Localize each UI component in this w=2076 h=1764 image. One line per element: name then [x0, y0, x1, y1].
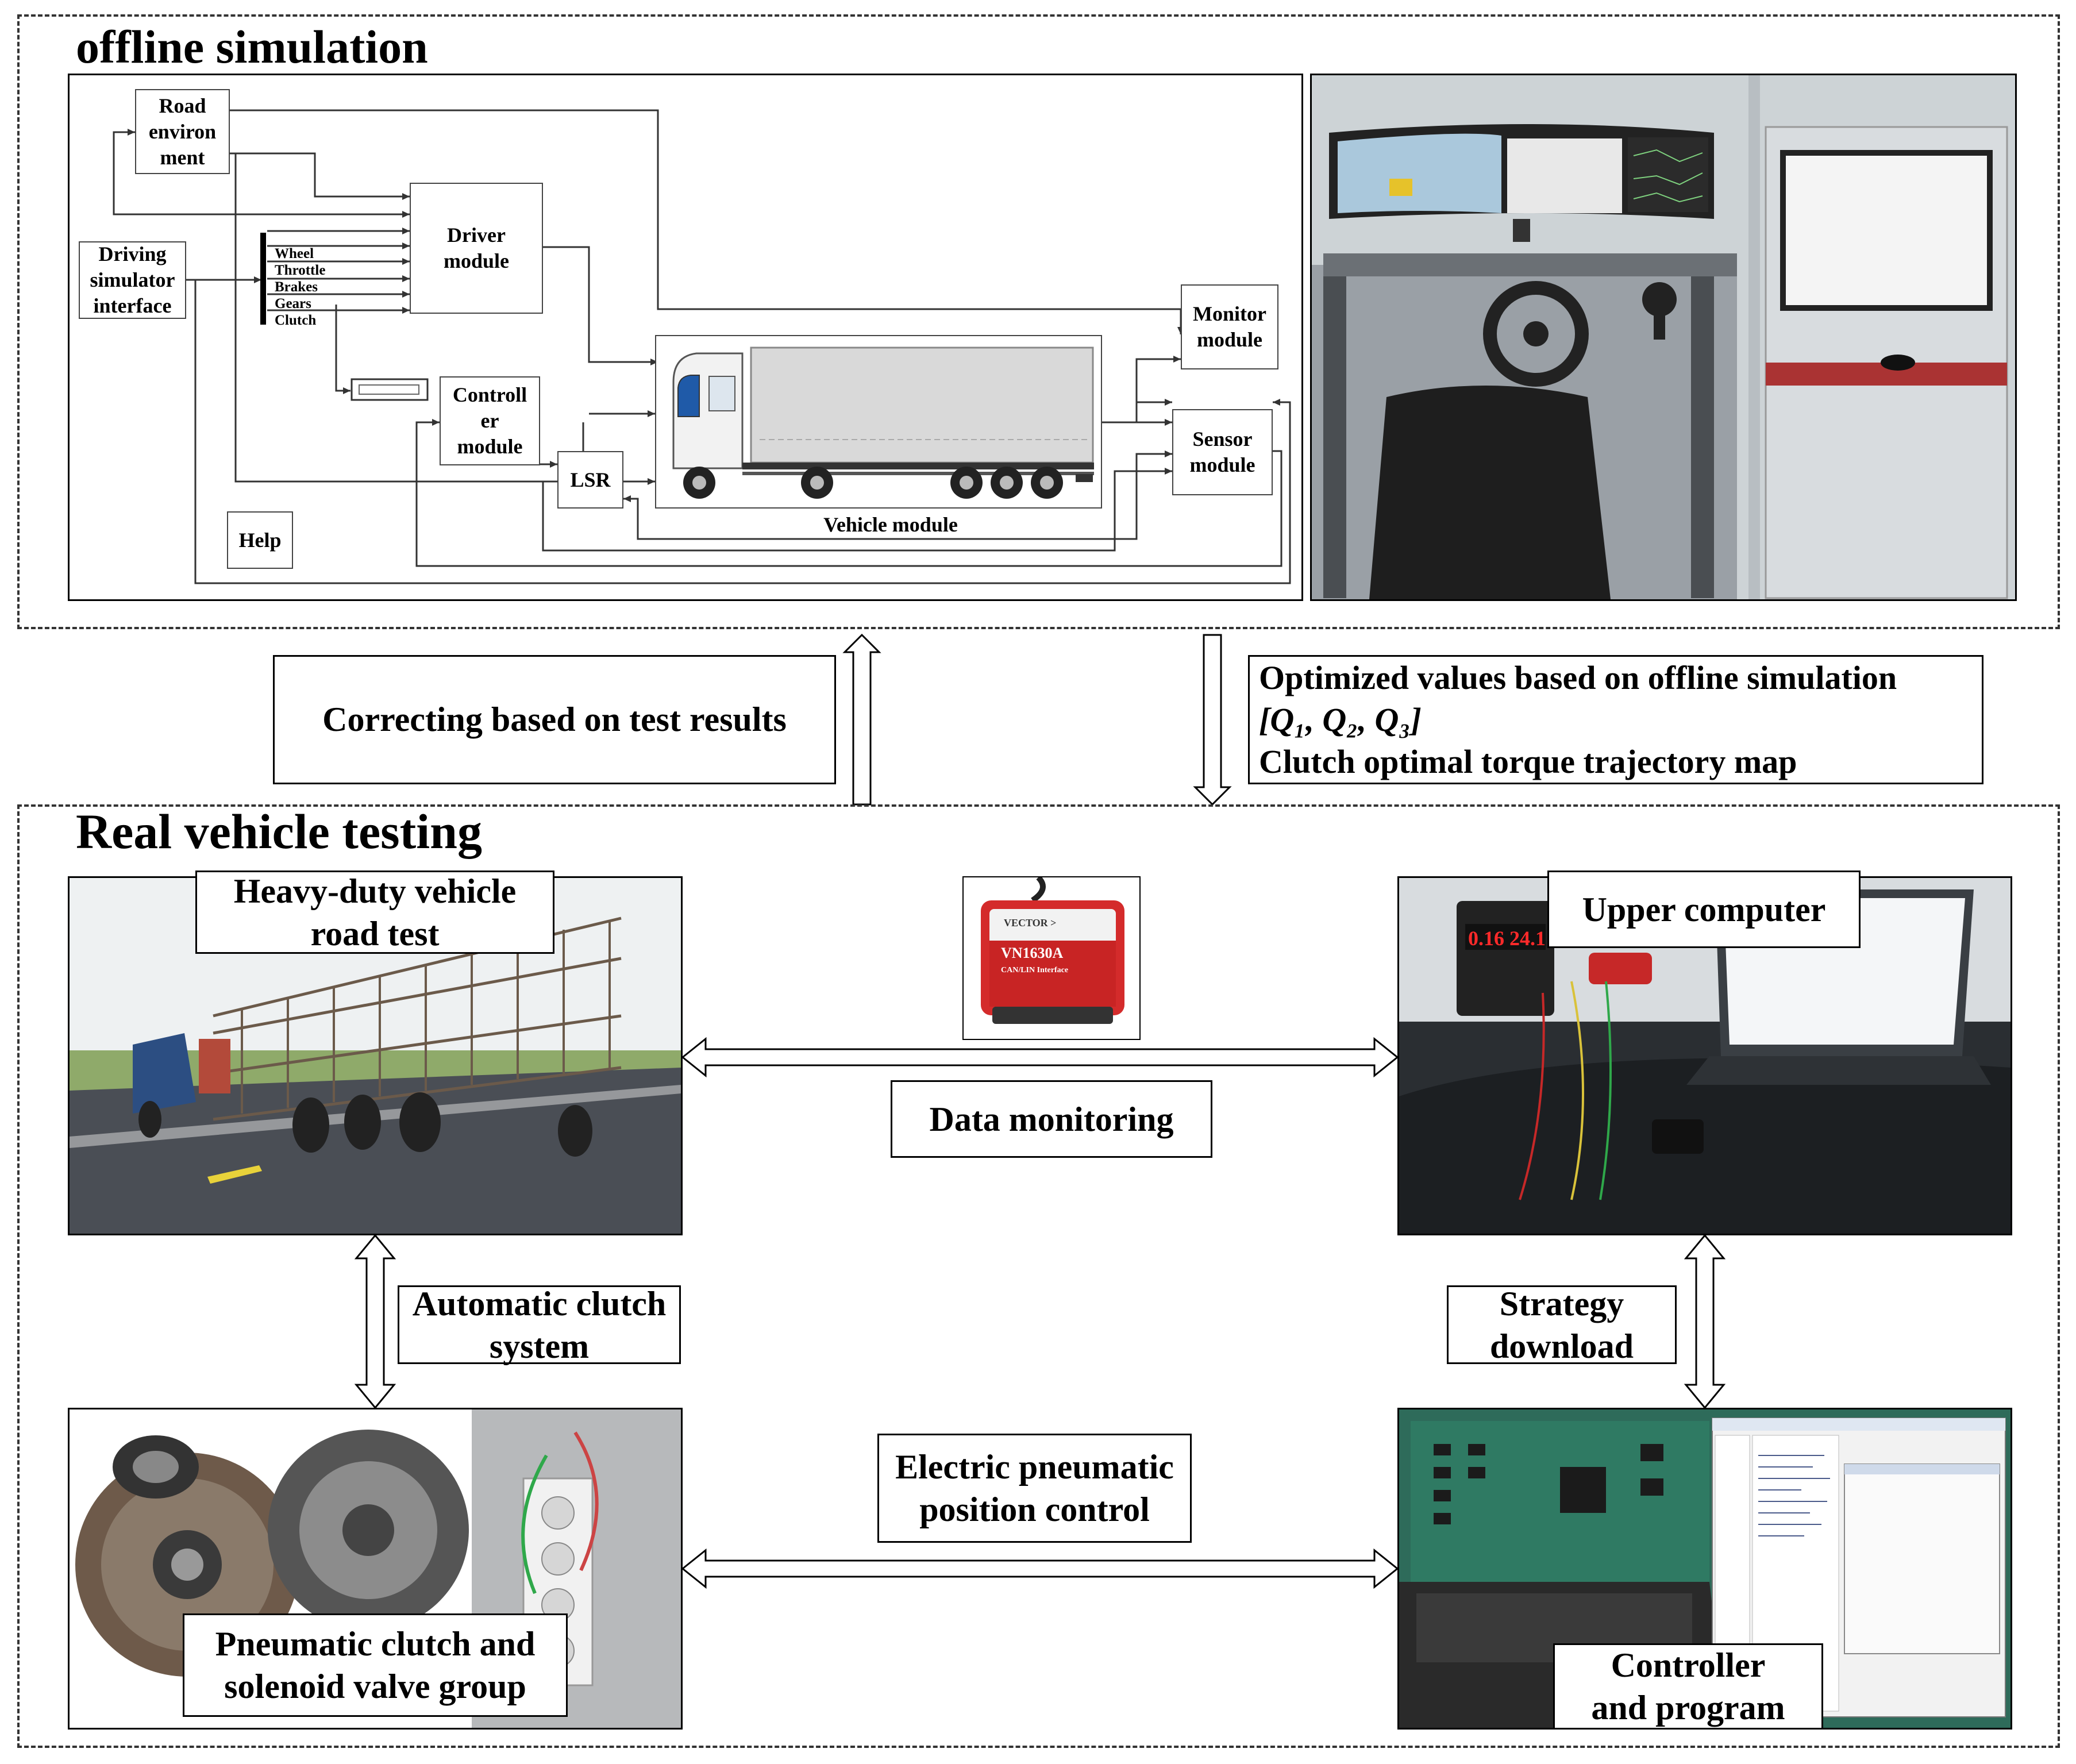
upper-computer-text: Upper computer: [1582, 890, 1826, 929]
road-env-line1: Road: [159, 94, 206, 117]
sensor-module-block[interactable]: Sensor module: [1172, 409, 1273, 495]
offline-simulation-frame: [17, 14, 2060, 629]
road-environment-block[interactable]: Road environ ment: [135, 89, 230, 174]
correcting-text: Correcting based on test results: [322, 700, 787, 738]
electric-line1: Electric pneumatic: [895, 1448, 1174, 1486]
device-subtitle: CAN/LIN Interface: [1001, 966, 1068, 975]
upper-computer-label: Upper computer: [1547, 871, 1861, 948]
real-vehicle-frame: [17, 804, 2060, 1748]
strategy-line1: Strategy: [1499, 1284, 1624, 1323]
driving-sim-line1: Driving: [98, 242, 167, 265]
optimized-line1: Optimized values based on offline simula…: [1259, 659, 1897, 696]
bus-signal-throttle: Throttle: [275, 263, 326, 278]
simulator-scene: [1312, 75, 2015, 599]
road-test-line2: road test: [310, 914, 440, 953]
driving-sim-line2: simulator: [90, 268, 175, 291]
bus-signal-gears: Gears: [275, 296, 311, 311]
help-label: Help: [238, 528, 282, 552]
driver-line1: Driver: [447, 224, 506, 247]
real-vehicle-title: Real vehicle testing: [68, 807, 561, 856]
road-test-label: Heavy-duty vehicle road test: [195, 871, 554, 954]
monitor-module-block[interactable]: Monitor module: [1181, 284, 1278, 369]
readout-text: 0.16 24.1: [1468, 927, 1546, 950]
controller-label: Controller and program: [1553, 1643, 1823, 1730]
bus-signal-wheel: Wheel: [275, 246, 314, 261]
electric-line2: position control: [919, 1490, 1150, 1528]
driver-line2: module: [443, 249, 509, 272]
lsr-label: LSR: [570, 468, 611, 491]
optimized-values-label: Optimized values based on offline simula…: [1248, 655, 1983, 784]
sensor-line2: module: [1189, 453, 1255, 476]
correcting-label: Correcting based on test results: [273, 655, 836, 784]
optimized-line2: [Q₁, Q₂, Q₃]: [1259, 701, 1422, 738]
pneumatic-line2: solenoid valve group: [224, 1667, 526, 1705]
can-interface-photo: VECTOR > VN1630A CAN/LIN Interface: [962, 876, 1141, 1040]
road-test-line1: Heavy-duty vehicle: [233, 872, 517, 910]
vehicle-module-label: Vehicle module: [823, 513, 958, 536]
truck-illustration: [672, 346, 1094, 499]
vehicle-module-block[interactable]: [655, 335, 1102, 509]
optimized-line3: Clutch optimal torque trajectory map: [1259, 743, 1797, 780]
auto-clutch-line1: Automatic clutch: [412, 1284, 667, 1323]
road-env-line3: ment: [160, 145, 205, 169]
auto-clutch-line2: system: [489, 1327, 590, 1365]
controller-line2: and program: [1591, 1689, 1785, 1727]
data-monitoring-text: Data monitoring: [929, 1100, 1174, 1138]
help-block[interactable]: Help: [227, 511, 293, 569]
road-test-photo: [68, 876, 683, 1235]
controller-line3: module: [457, 435, 523, 458]
offline-simulation-title: offline simulation: [68, 24, 518, 71]
lsr-block[interactable]: LSR: [557, 451, 623, 509]
driving-simulator-photo: [1310, 74, 2017, 601]
monitor-line1: Monitor: [1193, 302, 1266, 325]
pneumatic-line1: Pneumatic clutch and: [215, 1625, 536, 1663]
device-model: VN1630A: [1001, 945, 1064, 961]
strategy-download-label: Strategy download: [1447, 1284, 1677, 1365]
strategy-line2: download: [1489, 1327, 1634, 1365]
pneumatic-clutch-label: Pneumatic clutch and solenoid valve grou…: [183, 1613, 568, 1717]
driving-sim-line3: interface: [93, 294, 172, 317]
sensor-line1: Sensor: [1192, 427, 1253, 450]
controller-line1: Controller: [1611, 1646, 1766, 1684]
controller-line1: Controll: [452, 383, 527, 406]
automatic-clutch-label: Automatic clutch system: [398, 1284, 681, 1365]
controller-module-block[interactable]: Controll er module: [440, 376, 540, 465]
monitor-line2: module: [1196, 328, 1262, 351]
data-monitoring-label: Data monitoring: [891, 1080, 1212, 1158]
road-env-line2: environ: [148, 120, 217, 143]
bus-signal-clutch: Clutch: [275, 313, 317, 328]
vn1630a-device: VECTOR > VN1630A CAN/LIN Interface: [981, 877, 1124, 1024]
electric-pneumatic-label: Electric pneumatic position control: [877, 1434, 1192, 1543]
device-brand: VECTOR >: [1004, 917, 1056, 929]
driving-simulator-block[interactable]: Driving simulator interface: [79, 241, 186, 319]
controller-line2: er: [480, 409, 499, 432]
driver-module-block[interactable]: Driver module: [410, 183, 543, 314]
bus-signal-brakes: Brakes: [275, 279, 318, 295]
